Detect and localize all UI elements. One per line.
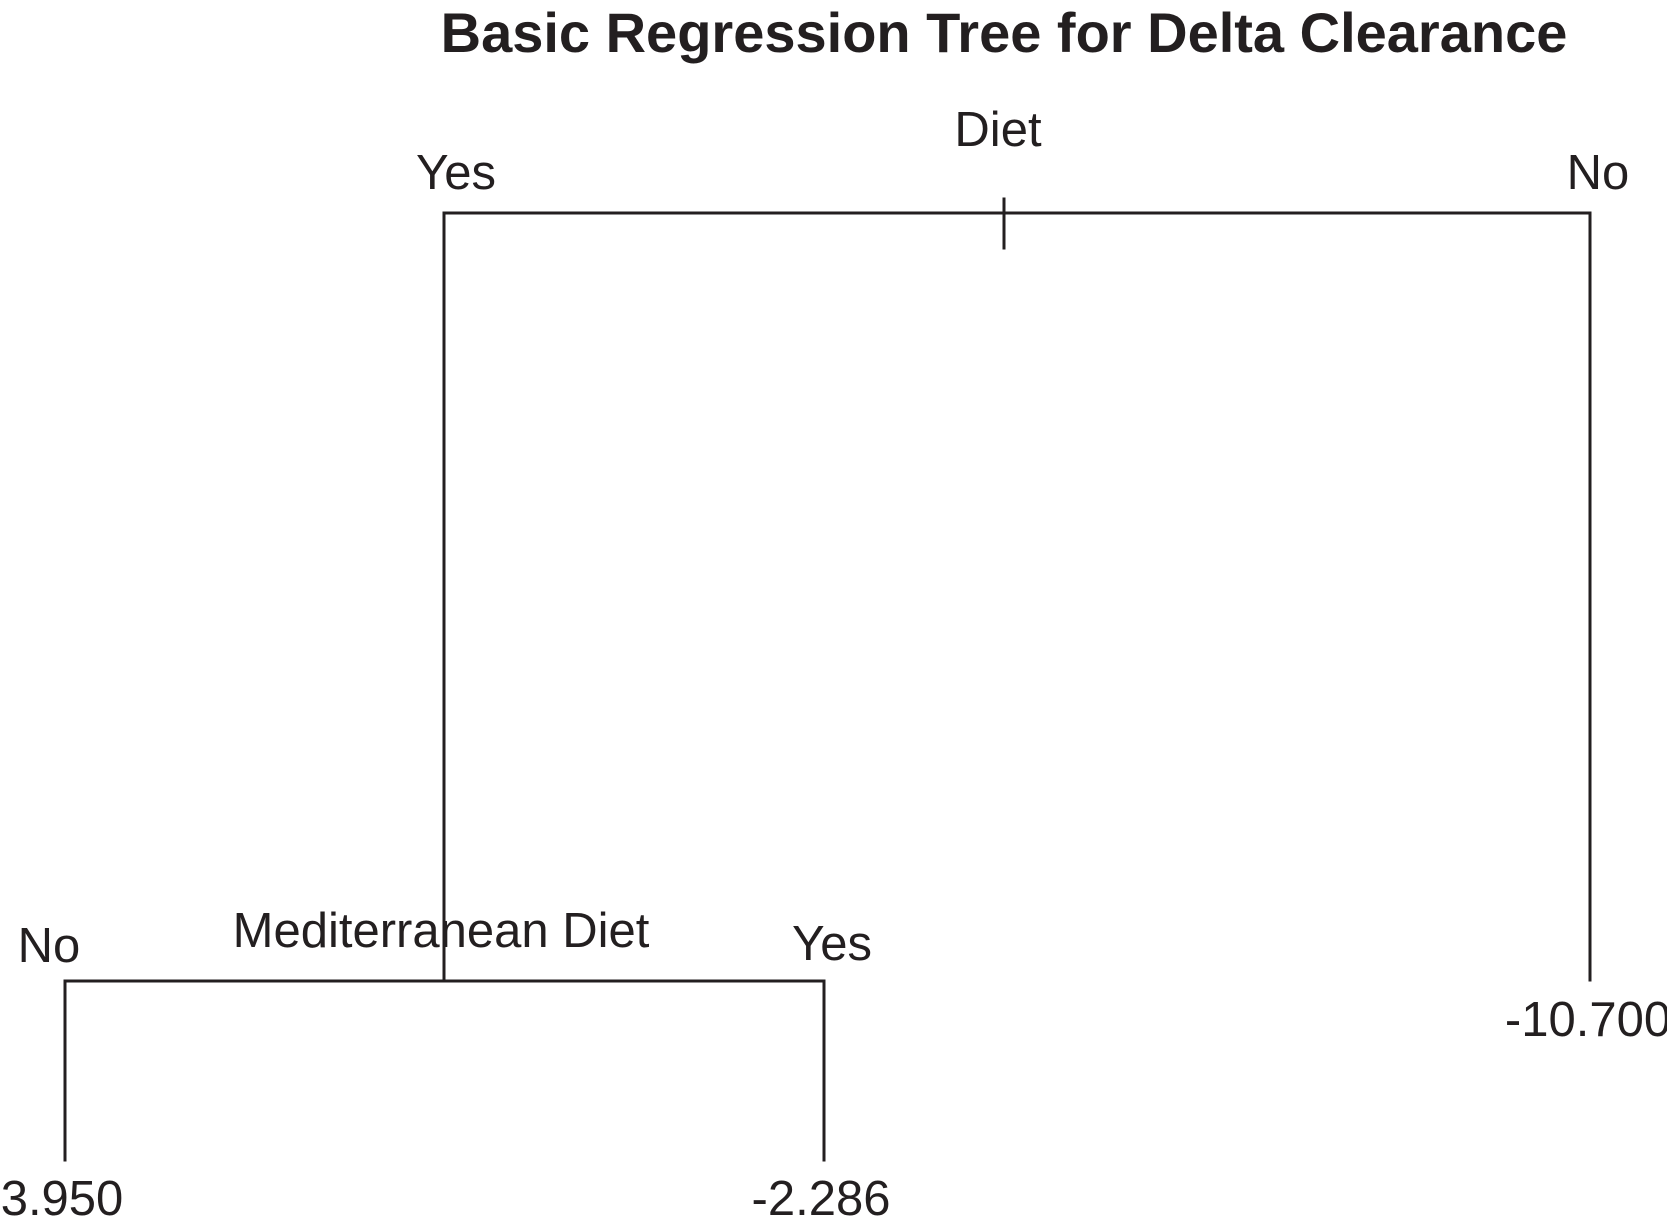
leaf-value-inner-left: 3.950 [1, 1172, 124, 1226]
root-right-branch-label: No [1567, 146, 1630, 200]
inner-left-branch-label: No [18, 919, 81, 973]
leaf-value-root-right: -10.700 [1505, 993, 1667, 1047]
root-split-label: Diet [954, 103, 1042, 157]
inner-right-branch-label: Yes [792, 917, 872, 971]
leaf-value-inner-right: -2.286 [752, 1172, 891, 1226]
root-left-branch-label: Yes [416, 146, 496, 200]
inner-split-label: Mediterranean Diet [233, 904, 650, 958]
diagram-title: Basic Regression Tree for Delta Clearanc… [441, 1, 1568, 64]
